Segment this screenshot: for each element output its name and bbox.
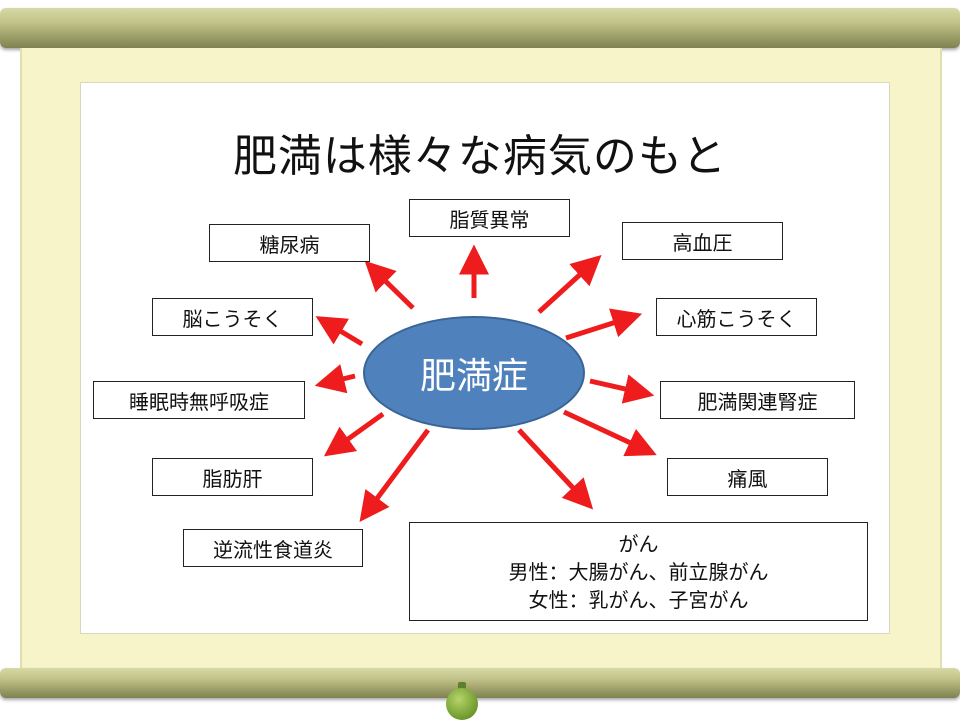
box-diabetes: 糖尿病 <box>209 224 370 262</box>
scroll-knob-icon <box>446 688 478 720</box>
arrow-gout <box>562 409 657 457</box>
arrow-reflux <box>359 428 431 523</box>
box-fattyliver: 脂肪肝 <box>152 458 313 496</box>
box-gout: 痛風 <box>667 458 828 496</box>
arrow-cancer <box>517 428 594 510</box>
slide-title: 肥満は様々な病気のもと <box>232 131 728 182</box>
box-infarction: 心筋こうそく <box>656 298 817 336</box>
box-lipid: 脂質異常 <box>409 199 570 237</box>
cancer-heading: がん <box>618 531 659 556</box>
arrow-infarction <box>565 308 643 341</box>
box-hypertension: 高血圧 <box>622 222 783 260</box>
arrow-stroke <box>315 316 364 347</box>
cancer-male: 男性：大腸がん、前立腺がん <box>508 559 769 584</box>
cancer-female: 女性：乳がん、子宮がん <box>528 587 749 612</box>
box-stroke: 脳こうそく <box>152 298 313 336</box>
box-apnea: 睡眠時無呼吸症 <box>93 381 305 419</box>
box-kidney: 肥満関連腎症 <box>660 381 855 419</box>
arrow-fattyliver <box>323 411 385 457</box>
arrow-kidney <box>589 374 655 404</box>
arrow-hypertension <box>537 254 602 314</box>
arrow-diabetes <box>364 260 415 310</box>
scroll-knob-stem <box>458 682 466 692</box>
box-reflux: 逆流性食道炎 <box>183 529 363 567</box>
center-obesity-ellipse: 肥満症 <box>363 316 585 430</box>
arrow-apnea <box>314 364 356 394</box>
scroll-bottom-rod <box>0 668 960 698</box>
scroll-top-rod <box>0 8 960 48</box>
box-cancer: がん 男性：大腸がん、前立腺がん 女性：乳がん、子宮がん <box>409 522 868 621</box>
